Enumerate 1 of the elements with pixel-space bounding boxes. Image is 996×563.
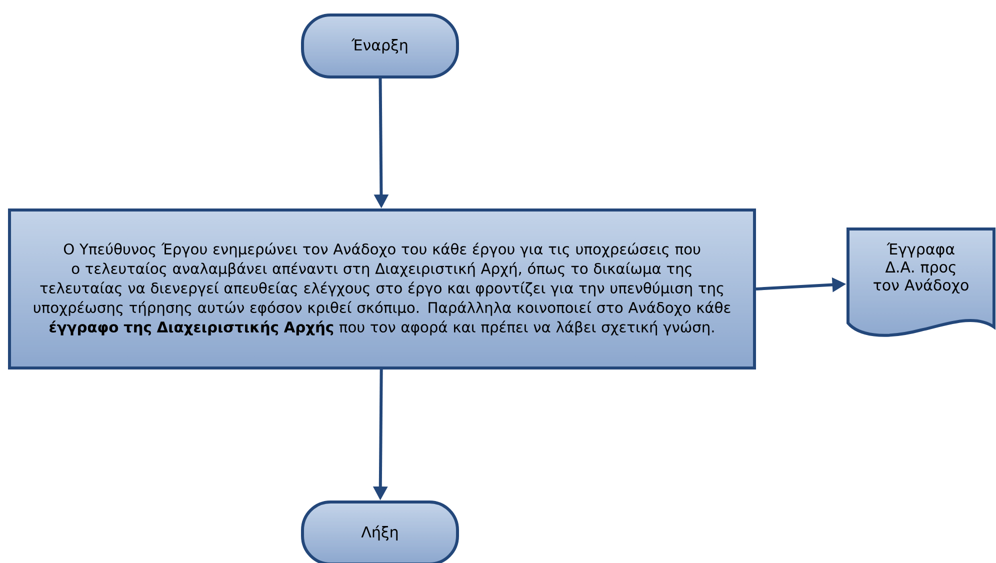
process-box: Ο Υπεύθυνος Έργου ενημερώνει τον Ανάδοχο του κάθε έργου για τις υποχρεώσεις που ο τελευταίος αναλαμβάνει απέναντι στη Διαχειριστική Αρχή, όπως το δικαίωμα της τελευταίας να διενεργεί απευθείας ελέγχους στο έργο και φροντίζει για την υπενθύμιση της υποχρέωσης τήρησης αυτών εφόσον κριθεί σκόπιμο. Παράλληλα κοινοποιεί στο Ανάδοχο κάθε έγγραφο της Διαχειριστικής Αρχής που τον αφορά και πρέπει να λάβει σχετική γνώση. bbox=[8, 208, 756, 370]
